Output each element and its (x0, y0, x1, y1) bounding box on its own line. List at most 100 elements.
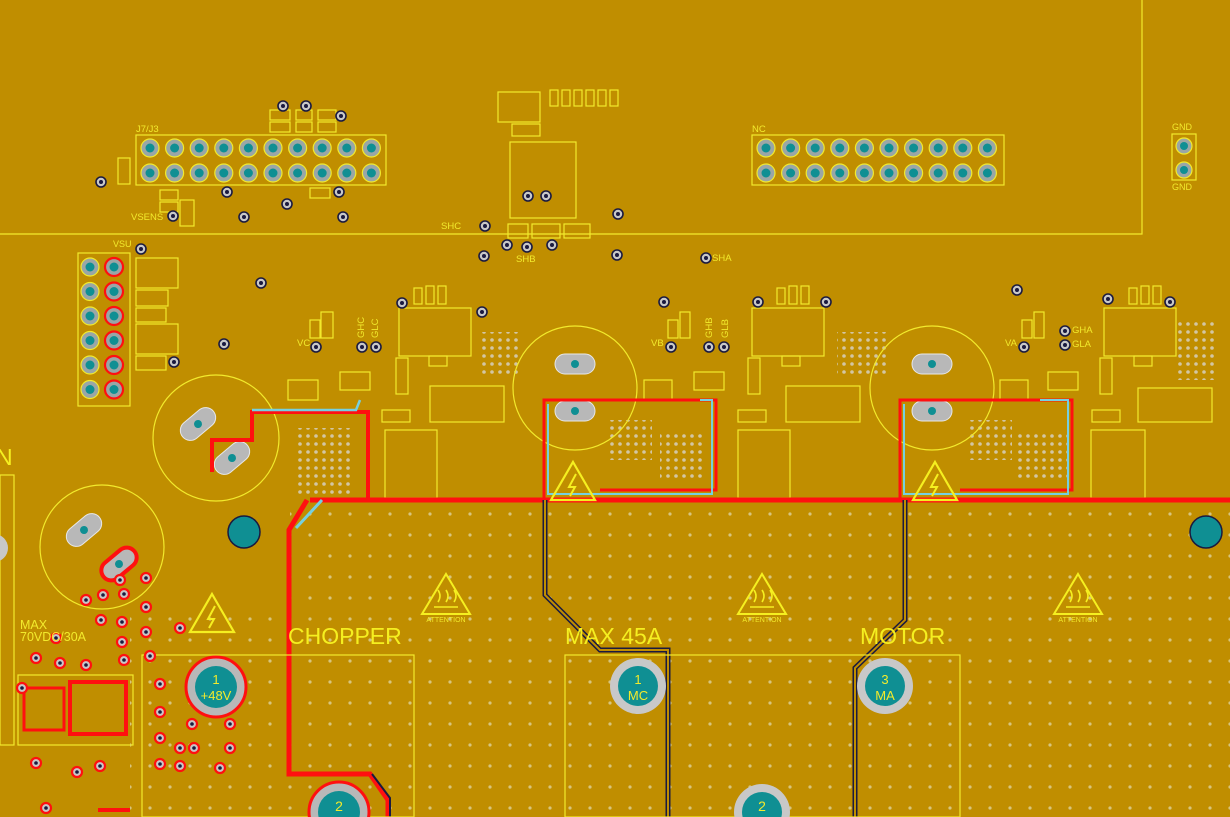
power-via (115, 615, 129, 629)
header-right-pin[interactable] (854, 163, 875, 183)
header-right-pin[interactable] (756, 138, 776, 158)
via (476, 306, 488, 318)
header-left-pin[interactable] (140, 138, 160, 158)
via (752, 296, 764, 308)
terminal-mb[interactable]: 2 (734, 784, 790, 817)
header-right-pin[interactable] (903, 163, 924, 183)
vsu-pin[interactable] (80, 355, 100, 375)
via (168, 356, 180, 368)
header-left-pin[interactable] (312, 163, 332, 183)
terminal-48v-name: +48V (201, 688, 232, 703)
vsu-pin[interactable] (103, 354, 125, 376)
component-outlines (117, 89, 1213, 499)
header-right-pin[interactable] (756, 163, 776, 183)
power-via (113, 573, 127, 587)
terminal-ma[interactable]: 3 MA (857, 658, 913, 714)
vsu-pin[interactable] (103, 330, 125, 351)
header-right-pin[interactable] (879, 138, 899, 158)
header-right-pin[interactable] (928, 163, 948, 183)
header-left-pin[interactable] (263, 138, 283, 158)
capacitor-pads[interactable] (62, 353, 953, 585)
via (167, 210, 179, 222)
terminal-mc[interactable]: 1 MC (610, 658, 666, 714)
header-right-pin[interactable] (953, 163, 973, 183)
header-right-pin[interactable] (903, 138, 924, 158)
header-left-pin[interactable] (312, 138, 332, 158)
vsu-label: VSU (113, 239, 132, 249)
power-via (185, 717, 199, 731)
vsu-pin[interactable] (80, 281, 100, 302)
header-left-pin[interactable] (361, 138, 381, 158)
terminal-left-partial (0, 535, 8, 561)
header-left-pin[interactable] (238, 138, 258, 158)
glc-label: GLC (370, 318, 381, 338)
header-right-pin[interactable] (854, 138, 875, 158)
power-via (29, 651, 43, 665)
power-via (213, 761, 227, 775)
header-right-pin[interactable] (953, 138, 973, 158)
header-left-pin[interactable] (337, 138, 357, 158)
high-voltage-warnings (188, 459, 959, 634)
header-left-pin[interactable] (165, 138, 185, 158)
header-left-pin[interactable] (238, 163, 258, 183)
header-left-pin[interactable] (140, 163, 160, 183)
power-via (117, 587, 131, 601)
header-right-pin[interactable] (977, 163, 998, 183)
mounting-holes[interactable] (227, 515, 1223, 549)
vb-label: VB (651, 338, 664, 349)
header-left-pin[interactable] (288, 163, 308, 183)
header-right-pin[interactable] (830, 163, 850, 183)
vsu-pin[interactable] (103, 256, 125, 278)
gnd-header[interactable]: GND GND (1171, 122, 1197, 192)
vsu-pin[interactable] (80, 257, 100, 277)
attention-label-2: ATTENTION (742, 617, 781, 624)
power-via (173, 621, 187, 635)
via (1018, 341, 1030, 353)
vsu-pin[interactable] (80, 306, 100, 326)
header-right-pin[interactable] (805, 163, 825, 183)
header-left-pin[interactable] (165, 163, 185, 183)
via (335, 110, 347, 122)
header-left-pin[interactable] (361, 163, 381, 183)
header-right-pin[interactable] (879, 163, 899, 183)
header-right-pin[interactable] (977, 138, 998, 158)
via (310, 341, 322, 353)
power-via (173, 759, 187, 773)
vsu-pin[interactable] (103, 379, 125, 400)
vsu-pin[interactable] (103, 281, 125, 302)
vsu-pin[interactable] (103, 305, 125, 327)
vsu-header[interactable]: VSU (77, 239, 132, 407)
header-left-pin[interactable] (288, 138, 308, 158)
mosfet-thermal-vias (296, 320, 1218, 494)
header-right[interactable]: NC (751, 124, 1005, 186)
header-left-pin[interactable] (189, 138, 209, 158)
left-edge-label: N (0, 444, 13, 470)
gnd-label-bottom: GND (1172, 182, 1193, 192)
power-via (153, 731, 167, 745)
header-right-pin[interactable] (830, 138, 850, 158)
terminal-chopper-2[interactable]: 2 (307, 780, 371, 817)
terminal-48v[interactable]: 1 +48V (184, 655, 248, 719)
shc-label: SHC (441, 221, 461, 232)
via (300, 100, 312, 112)
header-left-pin[interactable] (263, 163, 283, 183)
power-terminals[interactable]: 1 +48V 1 MC 3 MA 2 2 (184, 655, 913, 817)
terminal-mc-name: MC (628, 688, 648, 703)
vsu-pin[interactable] (80, 379, 100, 400)
via (333, 186, 345, 198)
header-left-pin[interactable] (337, 163, 357, 183)
header-left-pin[interactable] (214, 163, 234, 183)
header-left-pin[interactable] (214, 138, 234, 158)
header-right-pin[interactable] (805, 138, 825, 158)
vsu-pin[interactable] (80, 330, 100, 351)
via (700, 252, 712, 264)
header-right-pin[interactable] (780, 138, 801, 158)
header-left[interactable]: J7/J3 (135, 124, 387, 186)
header-right-pin[interactable] (928, 138, 948, 158)
via (1102, 293, 1114, 305)
header-right-pin[interactable] (780, 163, 801, 183)
header-left-pin[interactable] (189, 163, 209, 183)
gla-label: GLA (1072, 339, 1092, 350)
